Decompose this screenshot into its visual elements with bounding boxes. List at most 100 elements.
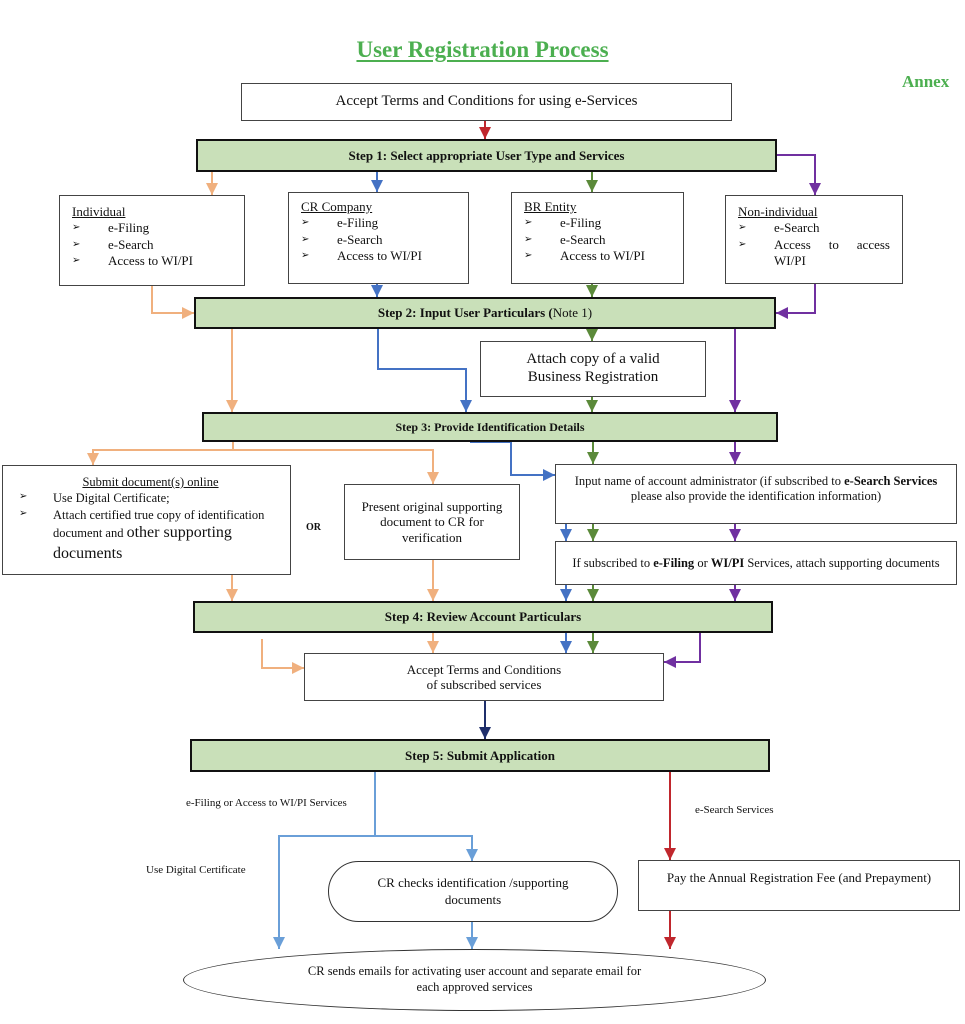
connector-individual-to-step2-arrowhead-icon [182,307,194,319]
connector-step4-to-accept-left-arrowhead-icon [292,662,304,674]
connector-step3-to-admin-green-arrowhead-icon [587,452,599,464]
efiling-attach-text: If subscribed to e-Filing or WI/PI Servi… [572,555,940,570]
arrowhead-bullet-icon: ➢ [738,222,747,234]
connector-non-individual-to-step2-arrowhead-icon [776,307,788,319]
pay-fee-box: Pay the Annual Registration Fee (and Pre… [638,860,960,911]
cr-sends-text: CR sends emails for activating user acco… [307,964,642,994]
connector-submit-online-to-step4-arrowhead-icon [226,589,238,601]
connector-efiling-to-step4-purple-arrowhead-icon [729,589,741,601]
connector-step4-to-accept-purple-arrowhead-icon [664,656,676,668]
efiling-branch-label: e-Filing or Access to WI/PI Services [186,797,347,809]
connector-step4-to-accept-left [261,639,304,669]
connector-step3-orange-split-arrowhead-icon [87,453,99,465]
accept-terms-text: Accept Terms and Conditions for using e-… [335,93,638,110]
service-item: ➢e-Filing [301,215,379,231]
esearch-branch-label: e-Search Services [695,804,774,816]
connector-step5-to-pay-fee-arrowhead-icon [664,848,676,860]
connector-step1-to-cr-company-arrowhead-icon [371,180,383,192]
connector-step2-to-step3-blue-arrowhead-icon [460,400,472,412]
user-type-individual: Individual ➢e-Filing ➢e-Search ➢Access t… [59,195,245,286]
connector-step4-to-accept-purple [664,633,701,663]
connector-step5-efiling-branch [374,772,473,861]
arrowhead-bullet-icon: ➢ [72,222,81,234]
connector-step2-to-step3-orange-arrowhead-icon [226,400,238,412]
step-2-label: Step 2: Input User Particulars (Note 1) [377,305,593,320]
connector-cr-company-to-step2-arrowhead-icon [371,285,383,297]
step-3: Step 3: Provide Identification Details [202,412,778,442]
arrowhead-bullet-icon: ➢ [301,249,310,261]
submit-online-heading: Submit document(s) online [82,475,219,489]
connector-step2-to-step3-purple-arrowhead-icon [729,400,741,412]
submit-online-item: ➢ Use Digital Certificate; [19,491,170,506]
connector-accept-to-step5-arrowhead-icon [479,727,491,739]
connector-efiling-to-step4-green-arrowhead-icon [587,589,599,601]
connector-step3-to-admin-blue-arrowhead-icon [543,469,555,481]
step-4: Step 4: Review Account Particulars [193,601,773,633]
step-2: Step 2: Input User Particulars (Note 1) [194,297,776,329]
service-item: ➢e-Filing [72,220,150,236]
arrowhead-bullet-icon: ➢ [19,491,28,503]
arrowhead-bullet-icon: ➢ [524,249,533,261]
connector-accept-to-step1-arrowhead-icon [479,127,491,139]
accept-subscribed-terms-box: Accept Terms and Conditions of subscribe… [304,653,664,701]
connector-step2-to-step3-blue [377,329,467,412]
submit-online-item: ➢ Attach certified true copy of identifi… [19,507,282,565]
submit-online-box: Submit document(s) online ➢ Use Digital … [2,465,291,575]
step-1-label: Step 1: Select appropriate User Type and… [348,147,625,163]
annex-label: Annex [902,72,950,91]
connector-efiling-to-step4-blue-arrowhead-icon [560,589,572,601]
present-original-box: Present original supporting document to … [344,484,520,560]
connector-step3-orange-split [92,442,234,465]
user-type-heading: BR Entity [524,199,577,214]
arrowhead-bullet-icon: ➢ [301,217,310,229]
arrowhead-bullet-icon: ➢ [524,217,533,229]
arrowhead-bullet-icon: ➢ [524,233,533,245]
connector-br-entity-to-step2-arrowhead-icon [586,285,598,297]
digital-certificate-label: Use Digital Certificate [146,864,246,876]
efiling-attach-box: If subscribed to e-Filing or WI/PI Servi… [555,541,957,585]
arrowhead-bullet-icon: ➢ [738,238,747,250]
user-type-cr-company: CR Company ➢e-Filing ➢e-Search ➢Access t… [288,192,469,284]
arrowhead-bullet-icon: ➢ [19,507,28,519]
connector-pay-fee-to-cr-sends-arrowhead-icon [664,937,676,949]
or-label: OR [306,522,321,533]
step-1: Step 1: Select appropriate User Type and… [196,139,777,172]
connector-individual-to-step2 [151,286,194,314]
service-item: ➢e-Search [301,231,383,247]
cr-sends-emails-terminator: CR sends emails for activating user acco… [183,949,766,1011]
cr-checks-terminator: CR checks identification /supporting doc… [328,861,618,922]
account-admin-box: Input name of account administrator (if … [555,464,957,524]
accept-terms-box: Accept Terms and Conditions for using e-… [241,83,732,121]
connector-non-individual-to-step2 [776,284,816,314]
connector-step5-digital-cert-arrowhead-icon [273,937,285,949]
connector-step4-to-accept-orange-arrowhead-icon [427,641,439,653]
accept-subscribed-text: Accept Terms and Conditions of subscribe… [406,661,562,692]
service-item: ➢Access to access WI/PI [738,236,890,268]
connector-admin-to-efiling-green-arrowhead-icon [587,529,599,541]
connector-step4-to-accept-green-arrowhead-icon [587,641,599,653]
service-item: ➢e-Search [738,220,820,236]
connector-step1-to-br-entity-arrowhead-icon [586,180,598,192]
user-type-br-entity: BR Entity ➢e-Filing ➢e-Search ➢Access to… [511,192,684,284]
user-type-heading: Individual [72,204,126,219]
connector-step1-to-non-individual-arrowhead-icon [809,183,821,195]
arrowhead-bullet-icon: ➢ [301,233,310,245]
present-original-text: Present original supporting document to … [361,499,503,545]
step-5-label: Step 5: Submit Application [405,747,555,763]
connector-admin-to-efiling-purple-arrowhead-icon [729,529,741,541]
connector-present-original-to-step4-arrowhead-icon [427,589,439,601]
user-type-heading: CR Company [301,199,373,214]
service-item: ➢Access to WI/PI [72,252,193,268]
connector-step3-to-admin-purple-arrowhead-icon [729,452,741,464]
connector-step3-to-present-original-arrowhead-icon [427,472,439,484]
user-type-non-individual: Non-individual ➢e-Search ➢Access to acce… [725,195,903,284]
connector-step1-to-individual-arrowhead-icon [206,183,218,195]
service-item: ➢Access to WI/PI [524,247,645,263]
service-item: ➢e-Search [72,236,154,252]
user-type-heading: Non-individual [738,204,818,219]
connector-step2-to-attach-br-arrowhead-icon [586,329,598,341]
service-item: ➢e-Search [524,231,606,247]
service-item: ➢Access to WI/PI [301,247,422,263]
connector-step4-to-accept-blue-arrowhead-icon [560,641,572,653]
connector-attach-br-to-step3-arrowhead-icon [586,400,598,412]
